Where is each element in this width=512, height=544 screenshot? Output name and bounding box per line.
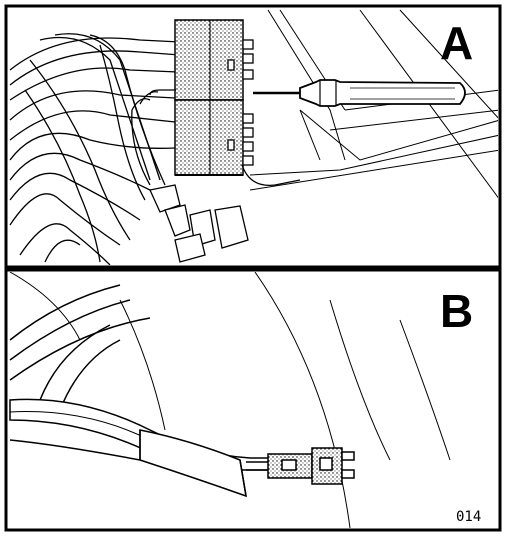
connector-block-icon <box>149 19 301 186</box>
plug-connector-icon <box>246 447 355 485</box>
connector-block-bottom <box>174 99 244 176</box>
wire-bundle-icon <box>9 33 181 265</box>
panel-b-background-lines <box>9 272 451 528</box>
panel-b-label: B <box>440 285 474 337</box>
panel-a <box>4 4 502 269</box>
cable-bundle <box>9 284 151 411</box>
figure-number: 014 <box>456 509 482 525</box>
connector-terminals <box>227 39 254 166</box>
panel-b-frame <box>4 268 502 532</box>
panel-b <box>4 268 502 532</box>
sheathed-cable <box>9 398 271 498</box>
screwdriver-icon <box>253 79 466 107</box>
panel-a-label: A <box>440 17 474 69</box>
bracket-tabs <box>149 184 249 263</box>
